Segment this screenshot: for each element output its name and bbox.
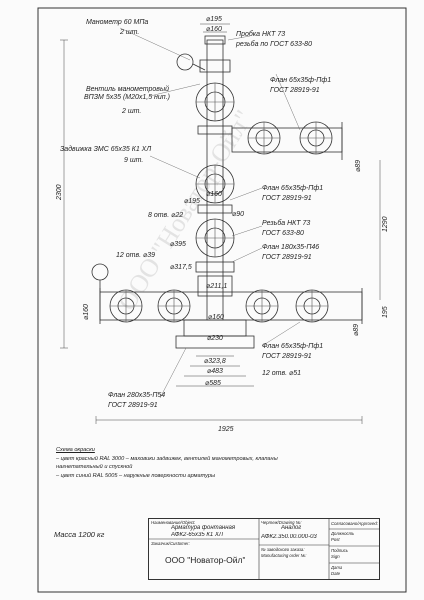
tb-side-post-en: Post [331, 537, 340, 542]
label-flange-pf1-top-gost: ГОСТ 28919-91 [270, 87, 320, 94]
label-flange-pf1-mid-gost: ГОСТ 28919-91 [262, 195, 312, 202]
label-gate-valve-qty: 9 шт. [124, 157, 144, 164]
label-flange-pf1-mid: Флан 65х35ф-Пф1 [262, 185, 324, 192]
dim-d2111: ⌀211,1 [206, 283, 228, 290]
dim-d160-mid: ⌀160 [206, 191, 222, 198]
dim-d3238: ⌀323,8 [204, 358, 226, 365]
tb-drawing-number: АФК2.350.00.000-03 [261, 534, 317, 540]
tb-customer-value: ООО "Новатор-Ойл" [165, 555, 246, 565]
label-manometer-qty: 2 шт. [120, 29, 140, 36]
dim-height-1290: 1290 [382, 216, 389, 232]
tb-factory-no: № заводского заказа: [261, 547, 305, 552]
label-thread-nkt-gost: ГОСТ 633-80 [262, 230, 304, 237]
tb-name-value-2: АФК2-65х35 К1 ХЛ [171, 532, 224, 538]
label-valve-manometer: Вентиль манометровый [86, 86, 169, 93]
tb-manufacturing-order: Manufacturing order №: [261, 553, 307, 558]
tb-side-post-ru: Должность [331, 531, 355, 536]
label-flange-280-gost: ГОСТ 28919-91 [108, 402, 158, 409]
tb-approved: Согласовано/Approved: [331, 521, 378, 526]
dim-d160-low: ⌀160 [208, 314, 224, 321]
dim-d160-top: ⌀160 [206, 26, 222, 33]
tb-side-date-en: Date [331, 571, 341, 576]
label-thread-nkt: Резьба НКТ 73 [262, 220, 311, 227]
dim-d195-mid: ⌀195 [184, 198, 200, 205]
label-holes-12a: 12 отв. ⌀39 [116, 252, 155, 259]
tb-drawing-label: Чертеж/Drawing №: [261, 520, 302, 525]
dim-d395: ⌀395 [170, 241, 186, 248]
notes-line-1: – цвет красный RAL 3000 – маховики задви… [56, 455, 278, 462]
mass-label: Масса 1200 кг [54, 530, 105, 539]
tb-name-label: Наименование/Object: [151, 520, 196, 525]
tb-drawing-analog: Аналог [281, 525, 302, 531]
label-plug-thread: резьба по ГОСТ 633-80 [236, 41, 312, 48]
label-flange-180-gost: ГОСТ 28919-91 [262, 254, 312, 261]
dim-d483: ⌀483 [207, 368, 223, 375]
notes-line-3: – цвет синий RAL 5005 – наружные поверхн… [56, 472, 216, 479]
title-block: Наименование/Object: Арматура фонтанная … [148, 518, 380, 580]
dim-height-2300: 2300 [56, 184, 63, 200]
title-block-grid [149, 519, 379, 579]
label-flange-180: Флан 180х35-П46 [262, 244, 320, 251]
label-manometer: Манометр 60 МПа [86, 19, 149, 26]
dim-d3175: ⌀317,5 [170, 264, 192, 271]
label-valve-manometer-spec: ВПЗМ 5х35 (М20х1,5 нип.) [84, 94, 170, 101]
label-gate-valve: Задвижка ЗМС 65х35 К1 ХЛ [60, 146, 152, 153]
paint-notes: Схема окраски – цвет красный RAL 3000 – … [56, 446, 278, 480]
label-flange-pf1-low: Флан 65х35ф-Пф1 [262, 343, 324, 350]
dim-d195-top: ⌀195 [206, 16, 222, 23]
dim-d160-left: ⌀160 [83, 304, 90, 320]
tb-name-value-1: Арматура фонтанная [171, 525, 236, 531]
label-flange-pf1-top: Флан 65х35ф-Пф1 [270, 77, 332, 84]
dim-d230: ⌀230 [207, 335, 223, 342]
dim-d89-upper: ⌀89 [355, 159, 362, 172]
label-flange-pf1-low-gost: ГОСТ 28919-91 [262, 353, 312, 360]
dim-height-195: 195 [382, 306, 389, 318]
tb-side-sign-en: Sign [331, 554, 340, 559]
notes-heading: Схема окраски [56, 447, 95, 453]
notes-line-2: нагнетательный и спускной [56, 464, 133, 470]
dim-width-1925: 1925 [218, 426, 234, 433]
label-holes-12b: 12 отв. ⌀51 [262, 370, 301, 377]
tb-side-date-ru: Дата [331, 565, 343, 570]
tb-side-sign-ru: Подпись [331, 548, 349, 553]
label-holes-8: 8 отв. ⌀22 [148, 212, 184, 219]
label-flange-280: Флан 280х35-П54 [108, 392, 166, 399]
dim-d89-lower: ⌀89 [353, 323, 360, 336]
dim-d585: ⌀585 [205, 380, 221, 387]
label-plug-nkt: Пробка НКТ 73 [236, 31, 286, 38]
tb-customer-label: Заказчик/Customer: [151, 541, 190, 546]
label-valve-manometer-qty: 2 шт. [122, 108, 142, 115]
dim-d90: ⌀90 [232, 211, 245, 218]
